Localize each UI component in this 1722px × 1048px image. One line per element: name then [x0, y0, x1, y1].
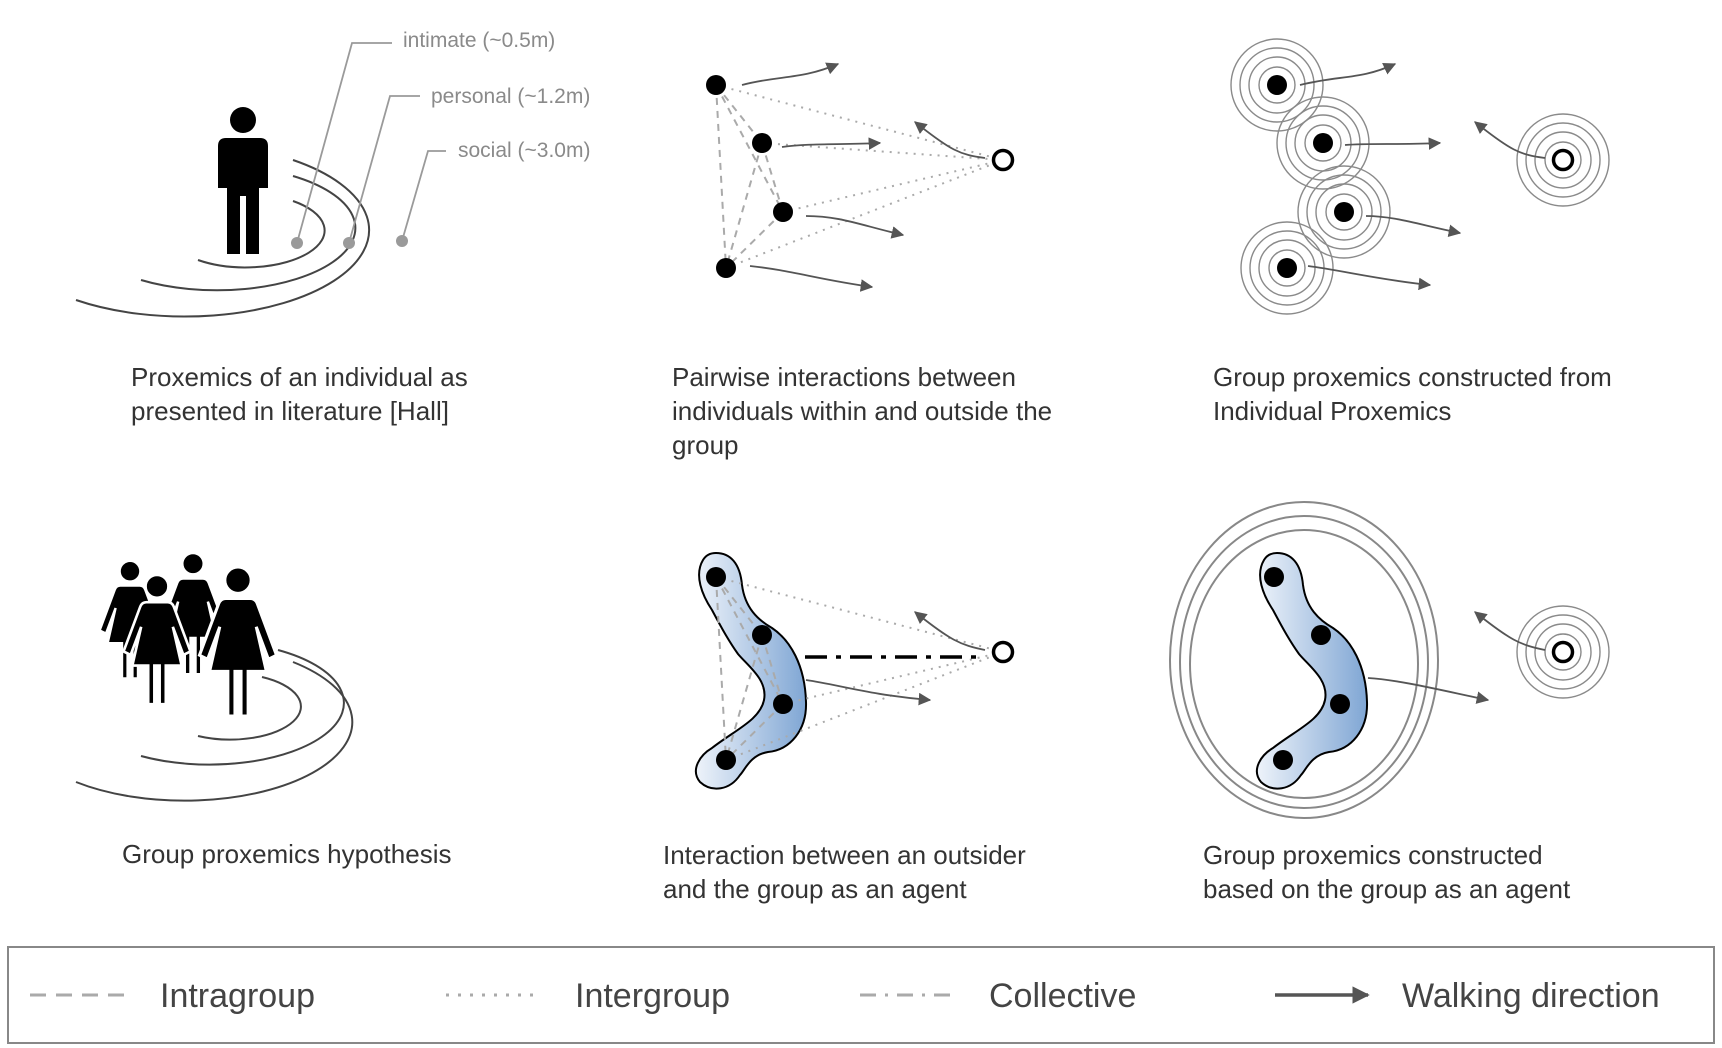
caption-line: Individual Proxemics: [1213, 396, 1451, 426]
legend-label-intergroup: Intergroup: [575, 977, 730, 1015]
caption-line: Proxemics of an individual as: [131, 362, 468, 392]
individual-rings: [1230, 38, 1610, 315]
outsider-ring-icon: [991, 148, 1015, 172]
intergroup-links: [715, 576, 1004, 761]
outsider-ring-icon: [991, 640, 1015, 664]
intragroup-links: [715, 576, 784, 761]
group-proxemic-rings: [1169, 501, 1439, 819]
zone-markers: [291, 42, 446, 249]
proxemic-arcs: [75, 649, 354, 802]
agent-dot-icon: [752, 625, 772, 645]
caption-line: Group proxemics hypothesis: [122, 839, 451, 869]
agent-dot-icon: [1273, 750, 1293, 770]
social-leader-line: [401, 150, 446, 242]
walking-arrows: [741, 62, 986, 292]
panel-pairwise-interactions: Pairwise interactions between individual…: [672, 62, 1052, 460]
walking-arrows: [1299, 62, 1546, 291]
agent-dot-icon: [1277, 258, 1297, 278]
legend: Intragroup Intergroup Collective Walking…: [7, 946, 1715, 1044]
walking-arrows: [1367, 611, 1546, 704]
walking-arrows: [805, 611, 986, 706]
legend-label-walking-direction: Walking direction: [1402, 977, 1660, 1015]
panel-group-from-individual: Group proxemics constructed from Individ…: [1213, 38, 1612, 426]
panel-group-as-agent: Group proxemics constructed based on the…: [1169, 501, 1610, 904]
caption-line: Pairwise interactions between: [672, 362, 1016, 392]
agent-dot-icon: [1313, 133, 1333, 153]
intragroup-links: [715, 84, 784, 269]
zone-label-personal: personal (~1.2m): [431, 85, 590, 108]
agent-dot-icon: [1267, 75, 1287, 95]
legend-label-collective: Collective: [989, 977, 1136, 1015]
agent-dot-icon: [1264, 567, 1284, 587]
legend-label-intragroup: Intragroup: [160, 977, 315, 1015]
group-agent-blob: [694, 551, 808, 790]
panel-individual-proxemics: intimate (~0.5m) personal (~1.2m) social…: [75, 29, 590, 426]
caption-line: presented in literature [Hall]: [131, 396, 449, 426]
zone-label-social: social (~3.0m): [458, 139, 590, 162]
caption-line: Interaction between an outsider: [663, 840, 1026, 870]
proxemic-arcs: [75, 159, 371, 318]
group-of-people-icon: [98, 552, 279, 718]
agent-dot-icon: [1330, 694, 1350, 714]
agent-dot-icon: [716, 258, 736, 278]
person-icon: [218, 107, 268, 254]
personal-leader-line: [348, 95, 420, 244]
outsider-ring-icon: [1551, 640, 1575, 664]
caption-line: individuals within and outside the: [672, 396, 1052, 426]
zone-label-intimate: intimate (~0.5m): [403, 29, 555, 52]
agent-dot-icon: [773, 202, 793, 222]
agent-dot-icon: [1334, 202, 1354, 222]
intergroup-links: [715, 84, 1004, 269]
agent-dot-icon: [1311, 625, 1331, 645]
outsider-ring-icon: [1551, 148, 1575, 172]
caption-line: group: [672, 430, 739, 460]
agent-dot-icon: [773, 694, 793, 714]
caption-line: based on the group as an agent: [1203, 874, 1571, 904]
panel-group-hypothesis: Group proxemics hypothesis: [75, 552, 451, 869]
agent-dot-icon: [716, 750, 736, 770]
group-agent-blob: [1255, 551, 1369, 790]
caption-line: Group proxemics constructed: [1203, 840, 1543, 870]
agent-dot-icon: [706, 75, 726, 95]
agent-dot-icon: [752, 133, 772, 153]
agent-dot-icon: [706, 567, 726, 587]
outsider-rings: [1516, 605, 1610, 699]
panel-outsider-and-group: Interaction between an outsider and the …: [663, 551, 1026, 904]
caption-line: and the group as an agent: [663, 874, 967, 904]
intimate-leader-line: [296, 42, 392, 244]
caption-line: Group proxemics constructed from: [1213, 362, 1612, 392]
